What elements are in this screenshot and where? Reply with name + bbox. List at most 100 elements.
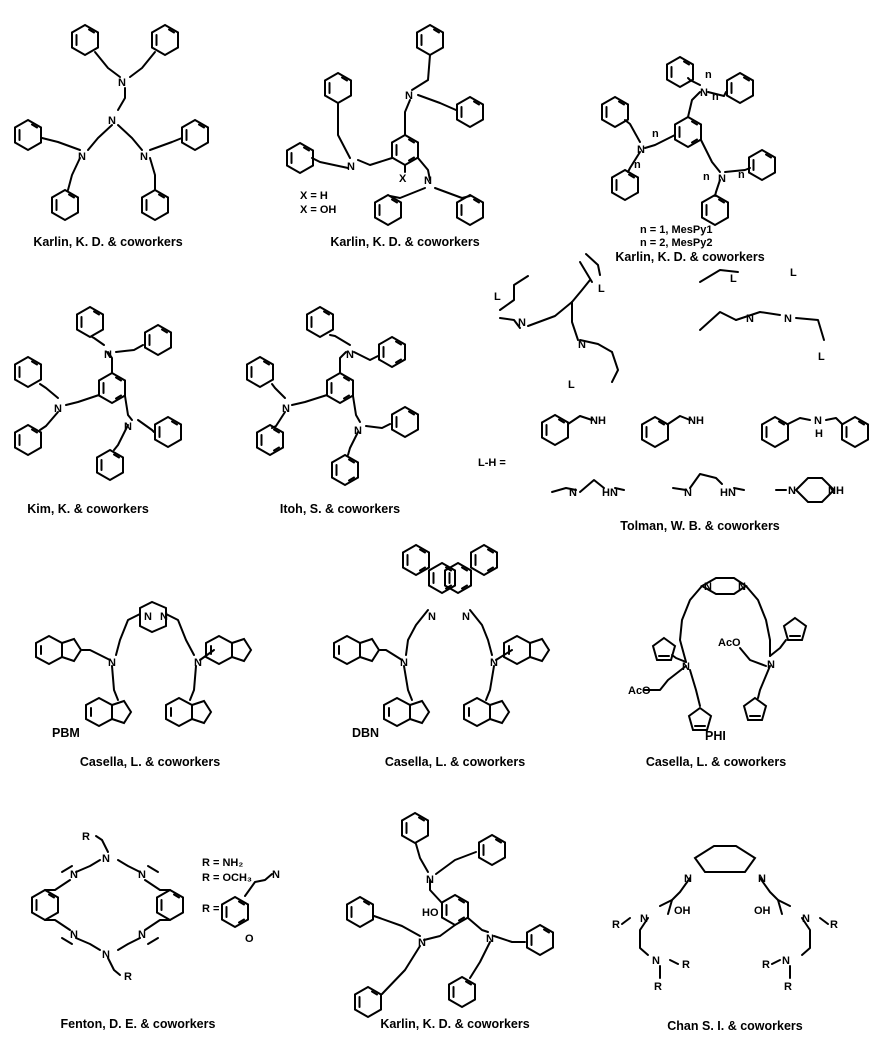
atom-n: N bbox=[54, 403, 62, 415]
atom-n: N bbox=[272, 869, 280, 881]
atom-oh: OH bbox=[754, 905, 771, 917]
atom-n: N bbox=[518, 317, 526, 329]
atom-oh: O bbox=[245, 933, 254, 945]
atom-n: N bbox=[282, 403, 290, 415]
caption-p11: Karlin, K. D. & coworkers bbox=[380, 1017, 529, 1031]
atom-l: L bbox=[790, 267, 797, 279]
caption-p1: Karlin, K. D. & coworkers bbox=[33, 235, 182, 249]
caption-p12: Chan S. I. & coworkers bbox=[667, 1019, 803, 1033]
atom-n: N bbox=[814, 415, 822, 427]
atom-n: N bbox=[640, 913, 648, 925]
atom-n-index: n bbox=[705, 69, 712, 81]
caption-p8: Casella, L. & coworkers bbox=[385, 755, 525, 769]
atom-l: L bbox=[730, 273, 737, 285]
caption-p2: Karlin, K. D. & coworkers bbox=[330, 235, 479, 249]
structure-p1: N N N N bbox=[14, 24, 209, 221]
atom-h: H bbox=[815, 428, 823, 440]
atom-n: N bbox=[70, 929, 78, 941]
atom-n: N bbox=[108, 115, 116, 127]
note-p3-a: n = 1, MesPy1 bbox=[640, 224, 712, 236]
atom-n: N bbox=[578, 339, 586, 351]
atom-nh: NH bbox=[828, 485, 844, 497]
atom-n: N bbox=[788, 485, 796, 497]
note-p2-a: X = H bbox=[300, 190, 328, 202]
atom-n: N bbox=[462, 611, 470, 623]
structure-p9: N N N N AcO AcO bbox=[628, 577, 807, 731]
atom-r: R bbox=[124, 971, 132, 983]
atom-n: N bbox=[767, 659, 775, 671]
note-p10-b: R = OCH₃ bbox=[202, 872, 252, 884]
atom-hn: HN bbox=[602, 487, 618, 499]
caption-p6: Tolman, W. B. & coworkers bbox=[620, 519, 780, 533]
note-p10-c: R = bbox=[202, 903, 219, 915]
atom-n: N bbox=[684, 873, 692, 885]
atom-n: N bbox=[684, 487, 692, 499]
atom-n: N bbox=[718, 173, 726, 185]
atom-n: N bbox=[652, 955, 660, 967]
atom-r: R bbox=[830, 919, 838, 931]
lh-label: L-H = bbox=[478, 457, 506, 469]
atom-n: N bbox=[418, 937, 426, 949]
atom-n: N bbox=[569, 487, 577, 499]
atom-n: N bbox=[746, 313, 754, 325]
note-p2-b: X = OH bbox=[300, 204, 336, 216]
atom-n: N bbox=[704, 581, 712, 593]
atom-n: N bbox=[700, 87, 708, 99]
atom-aco: AcO bbox=[628, 685, 651, 697]
atom-x: X bbox=[399, 173, 407, 185]
atom-r: R bbox=[682, 959, 690, 971]
atom-r: R bbox=[784, 981, 792, 993]
atom-n-index: n bbox=[703, 171, 710, 183]
atom-n: N bbox=[758, 873, 766, 885]
atom-oh: OH bbox=[674, 905, 691, 917]
atom-l: L bbox=[494, 291, 501, 303]
atom-n: N bbox=[802, 913, 810, 925]
atom-n: N bbox=[70, 869, 78, 881]
atom-n: N bbox=[194, 657, 202, 669]
atom-n: N bbox=[682, 661, 690, 673]
atom-n: N bbox=[400, 657, 408, 669]
atom-n: N bbox=[426, 874, 434, 886]
structure-p7: N N N N bbox=[35, 600, 252, 727]
note-p10-a: R = NH₂ bbox=[202, 857, 243, 869]
name-pbm: PBM bbox=[52, 726, 80, 740]
atom-r: R bbox=[654, 981, 662, 993]
caption-p4: Kim, K. & coworkers bbox=[27, 502, 149, 516]
atom-ho: HO bbox=[422, 907, 439, 919]
atom-n: N bbox=[104, 349, 112, 361]
atom-n: N bbox=[486, 933, 494, 945]
atom-hn: HN bbox=[720, 487, 736, 499]
caption-p10: Fenton, D. E. & coworkers bbox=[61, 1017, 216, 1031]
atom-n-index: n bbox=[634, 159, 641, 171]
atom-r: R bbox=[82, 831, 90, 843]
atom-n: N bbox=[354, 425, 362, 437]
atom-r: R bbox=[612, 919, 620, 931]
structure-p5: N N N bbox=[246, 306, 419, 486]
structure-p12: N N N N N N OH OH R R R R R R bbox=[612, 845, 838, 993]
atom-n: N bbox=[160, 611, 168, 623]
atom-r: R bbox=[762, 959, 770, 971]
structure-p10: N N N N N N R R N O bbox=[31, 831, 280, 983]
atom-n: N bbox=[405, 90, 413, 102]
atom-n: N bbox=[124, 421, 132, 433]
atom-n-index: n bbox=[738, 169, 745, 181]
atom-n-index: n bbox=[712, 91, 719, 103]
atom-n: N bbox=[637, 144, 645, 156]
atom-n: N bbox=[424, 175, 432, 187]
name-dbn: DBN bbox=[352, 726, 379, 740]
structure-p3: N N N n n n n n n bbox=[601, 56, 776, 226]
atom-n: N bbox=[140, 151, 148, 163]
atom-n: N bbox=[118, 77, 126, 89]
atom-n: N bbox=[102, 949, 110, 961]
atom-n: N bbox=[138, 869, 146, 881]
name-phi: PHI bbox=[705, 729, 726, 743]
atom-n: N bbox=[782, 955, 790, 967]
caption-p7: Casella, L. & coworkers bbox=[80, 755, 220, 769]
atom-n: N bbox=[102, 853, 110, 865]
atom-n: N bbox=[144, 611, 152, 623]
note-p3-b: n = 2, MesPy2 bbox=[640, 237, 712, 249]
atom-nh: NH bbox=[688, 415, 704, 427]
structure-p8: N N N N bbox=[333, 544, 550, 727]
atom-n: N bbox=[347, 161, 355, 173]
